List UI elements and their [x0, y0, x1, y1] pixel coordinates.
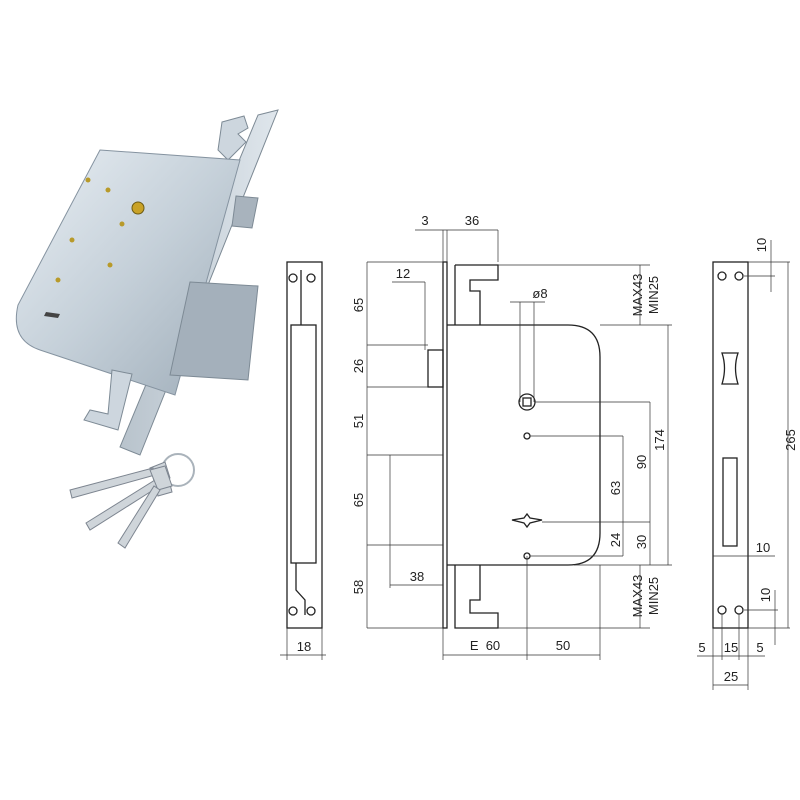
- hook-top-min-label: MIN25: [646, 276, 661, 314]
- dim-30-label: 30: [634, 535, 649, 549]
- lock-front-view: [427, 261, 601, 629]
- strike-plate-front: [712, 261, 749, 629]
- hook-bottom-max-label: MAX43: [630, 575, 645, 618]
- dim-50-label: 50: [556, 638, 570, 653]
- dim-24-label: 24: [608, 533, 623, 547]
- dim-12-label: 12: [396, 266, 410, 281]
- plate-margin-left-label: 5: [698, 640, 705, 655]
- dim-63-label: 63: [608, 481, 623, 495]
- dim-18-label: 18: [297, 639, 311, 654]
- hook-top-max-label: MAX43: [630, 274, 645, 317]
- latch-bolt: [427, 349, 444, 388]
- slot-width-label: 10: [756, 540, 770, 555]
- keyhole-icon: [44, 312, 60, 318]
- plate-top-offset-label: 10: [754, 238, 769, 252]
- dim-174-label: 174: [652, 429, 667, 451]
- spindle-diameter-label: ø8: [532, 286, 547, 301]
- spindle-hole: [518, 393, 536, 411]
- key: [149, 465, 173, 491]
- keyhole-icon: [511, 512, 543, 529]
- side-strike-plate: [280, 261, 326, 660]
- dim-3-label: 3: [421, 213, 428, 228]
- lock-photo: [15, 109, 279, 456]
- plate-bottom-offset-label: 10: [758, 588, 773, 602]
- dim-65-top-label: 65: [351, 298, 366, 312]
- lock-spindle-hole: [131, 201, 145, 215]
- keys-photo: [69, 453, 195, 549]
- lock-bottom-hook: [83, 369, 133, 431]
- hook-bottom-min-label: MIN25: [646, 577, 661, 615]
- dim-38-label: 38: [410, 569, 424, 584]
- plate-hole-spacing-label: 15: [724, 640, 738, 655]
- dim-65-bottom-label: 65: [351, 493, 366, 507]
- plate-margin-right-label: 5: [756, 640, 763, 655]
- dim-90-label: 90: [634, 455, 649, 469]
- dimension-lines: [366, 229, 672, 660]
- dim-36-label: 36: [465, 213, 479, 228]
- dim-51-label: 51: [351, 414, 366, 428]
- lock-top-hook: [217, 115, 249, 161]
- lock-latch: [231, 195, 259, 229]
- plate-width-label: 25: [724, 669, 738, 684]
- dim-26-label: 26: [351, 359, 366, 373]
- plate-length-label: 265: [783, 429, 798, 451]
- backset-label: E 60: [470, 638, 500, 653]
- lock-deadbolt: [169, 281, 259, 381]
- plate-dimension-lines: [697, 240, 790, 690]
- dim-58-label: 58: [351, 580, 366, 594]
